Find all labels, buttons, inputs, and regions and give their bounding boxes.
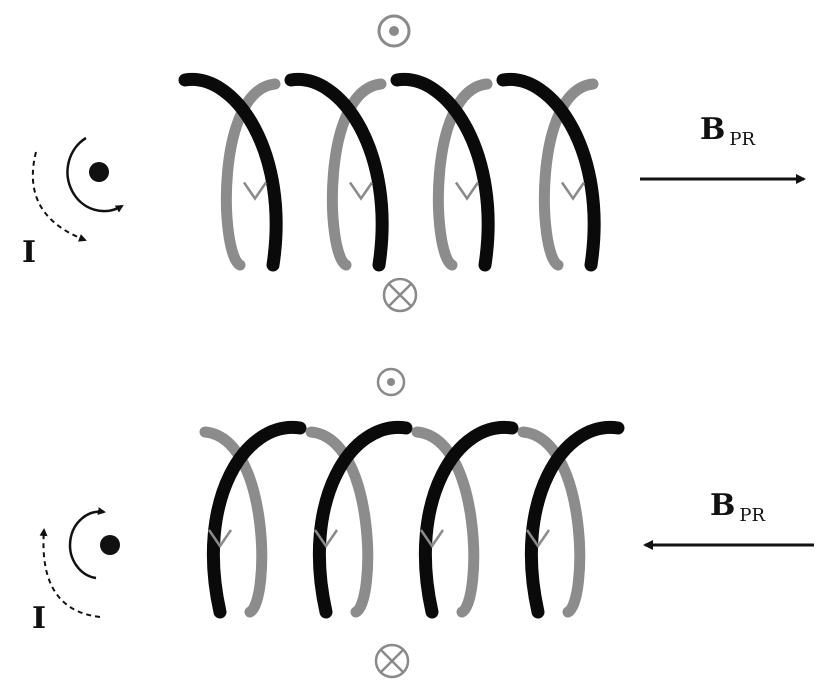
out-of-page-symbol-bottom [376, 367, 406, 397]
coil-front-strand [418, 420, 519, 619]
coil-front-strand [524, 420, 625, 619]
current-direction-chevron [348, 181, 374, 201]
coil-back-strand [199, 426, 268, 618]
into-page-symbol-bottom [374, 643, 410, 679]
coil-back-strand [220, 78, 281, 271]
coil-back-strand [538, 78, 599, 271]
rotation-indicator-top [66, 136, 124, 213]
field-label-sub-top: PR [729, 129, 755, 150]
coil-bottom [199, 420, 625, 619]
field-label-main-bottom: B [710, 488, 735, 523]
current-label-bottom: I [32, 601, 46, 636]
current-direction-chevron [242, 181, 268, 201]
current-arrow-top [31, 151, 87, 242]
current-direction-chevron [560, 181, 586, 201]
current-direction-chevron [313, 529, 339, 549]
rotation-indicator-bottom [68, 507, 120, 580]
coil-front-strand [284, 73, 389, 272]
coil-front-strand [390, 73, 495, 272]
current-direction-chevron [525, 529, 551, 549]
current-label-top: I [22, 235, 36, 270]
coil-front-strand [496, 73, 601, 272]
coil-top [178, 73, 601, 272]
field-label-sub-bottom: PR [739, 505, 765, 526]
coil-back-strand [432, 78, 493, 271]
coil-back-strand [326, 78, 387, 271]
coil-front-strand [178, 73, 283, 272]
into-page-symbol-top [382, 277, 418, 313]
current-direction-chevron [207, 529, 233, 549]
coil-front-strand [312, 420, 413, 619]
out-of-page-symbol-top [377, 14, 411, 48]
coil-back-strand [305, 426, 374, 618]
current-direction-chevron [419, 529, 445, 549]
current-direction-chevron [454, 181, 480, 201]
coil-back-strand [517, 426, 586, 618]
coil-back-strand [411, 426, 480, 618]
field-label-main-top: B [700, 112, 725, 147]
coil-front-strand [206, 420, 307, 619]
current-arrow-bottom [39, 528, 101, 618]
